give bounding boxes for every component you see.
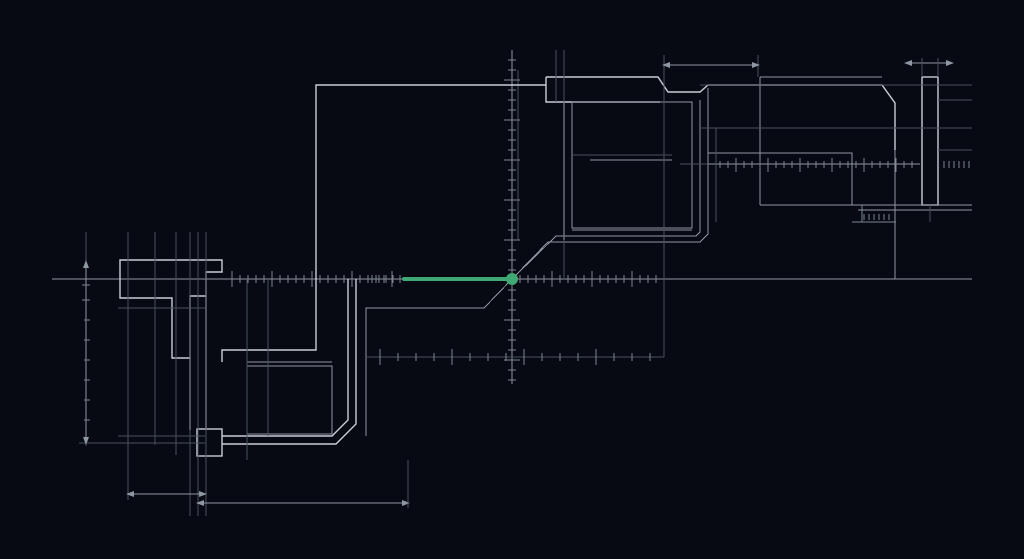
center-vertical-axis — [511, 50, 519, 384]
right-small-rulers — [719, 158, 970, 223]
bottom-dimensions — [126, 460, 410, 508]
main-axis-ticks — [231, 271, 657, 287]
left-guides — [79, 232, 269, 516]
right-top-dimensions — [662, 58, 954, 77]
highlight-node[interactable] — [506, 273, 518, 285]
center-vertical-ticks — [504, 59, 520, 381]
left-bracket-part — [119, 84, 546, 457]
left-vertical-ruler — [82, 260, 90, 445]
mid-lower-dimension — [366, 279, 665, 365]
right-housing-part — [545, 50, 972, 279]
lower-connector-path — [365, 88, 709, 436]
